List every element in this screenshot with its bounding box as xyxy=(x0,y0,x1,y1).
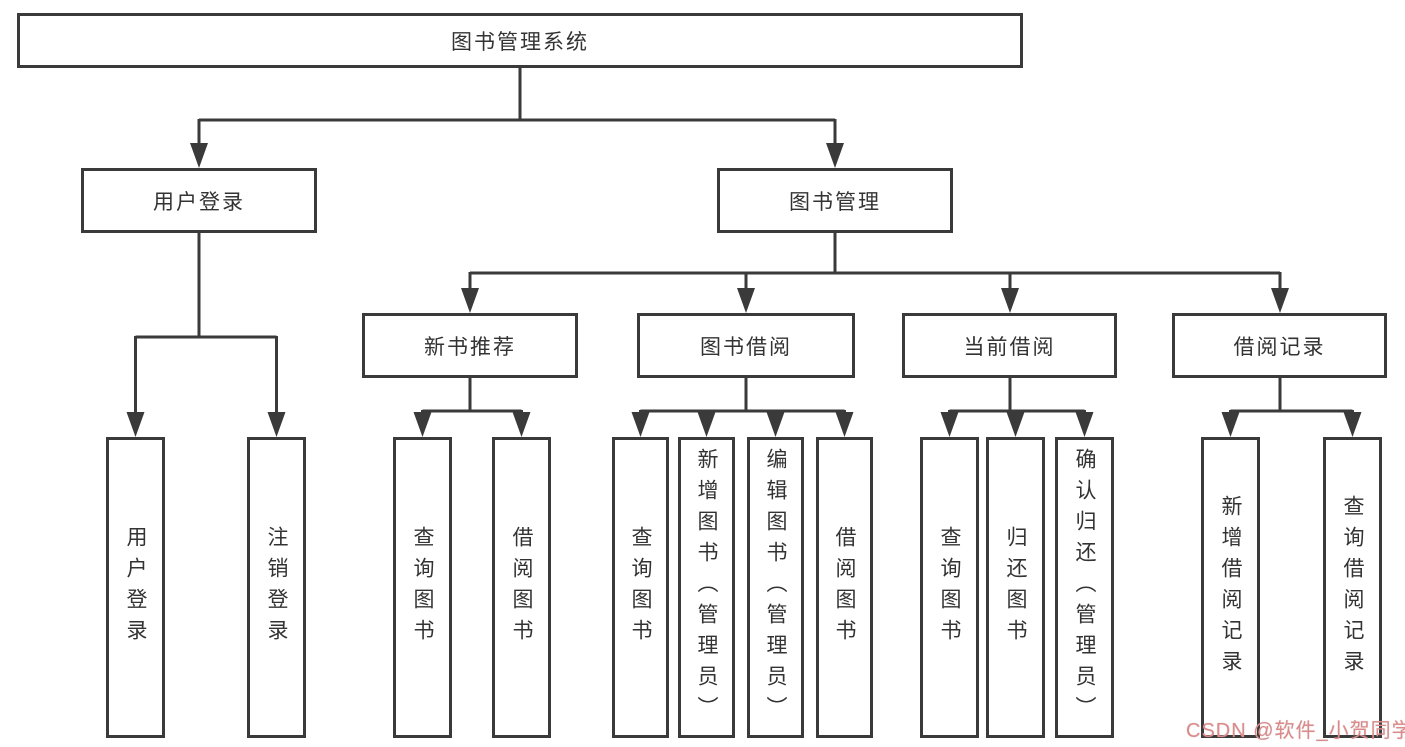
node-user-login-label: 用户登录 xyxy=(153,190,245,214)
node-borrowing-records-label: 借阅记录 xyxy=(1233,335,1326,359)
leaf-nb-query-books-label: 查询图书 xyxy=(411,525,434,650)
leaf-br-add-record: 新增借阅记录 xyxy=(1201,437,1260,738)
csdn-watermark: CSDN @软件_小贺同学 xyxy=(1186,720,1405,742)
leaf-bb-add-books-admin-label: 新增图书（管理员） xyxy=(695,448,718,727)
node-current-borrowing: 当前借阅 xyxy=(902,313,1117,378)
node-new-book-recommend: 新书推荐 xyxy=(362,313,578,378)
leaf-cb-confirm-return-admin-label: 确认归还（管理员） xyxy=(1073,448,1096,727)
leaf-bb-borrow-books: 借阅图书 xyxy=(816,437,873,738)
node-current-borrowing-label: 当前借阅 xyxy=(963,335,1056,359)
leaf-cb-query-books: 查询图书 xyxy=(920,437,979,738)
leaf-bb-add-books-admin: 新增图书（管理员） xyxy=(678,437,735,738)
leaf-br-add-record-label: 新增借阅记录 xyxy=(1219,494,1242,681)
node-borrowing-records: 借阅记录 xyxy=(1172,313,1387,378)
node-book-borrowing: 图书借阅 xyxy=(637,313,855,378)
leaf-br-query-record-label: 查询借阅记录 xyxy=(1341,494,1364,681)
node-new-book-recommend-label: 新书推荐 xyxy=(424,335,516,359)
leaf-bb-edit-books-admin: 编辑图书（管理员） xyxy=(747,437,804,738)
leaf-bb-query-books-label: 查询图书 xyxy=(629,525,652,650)
leaf-user-login: 用户登录 xyxy=(106,437,165,738)
leaf-cb-confirm-return-admin: 确认归还（管理员） xyxy=(1055,437,1114,738)
leaf-nb-borrow-books-label: 借阅图书 xyxy=(510,525,533,650)
leaf-bb-query-books: 查询图书 xyxy=(612,437,669,738)
leaf-bb-edit-books-admin-label: 编辑图书（管理员） xyxy=(764,448,787,727)
leaf-nb-borrow-books: 借阅图书 xyxy=(492,437,551,738)
leaf-cb-return-books-label: 归还图书 xyxy=(1004,525,1027,650)
node-library-system: 图书管理系统 xyxy=(17,13,1023,68)
node-book-borrowing-label: 图书借阅 xyxy=(700,335,792,359)
leaf-cb-query-books-label: 查询图书 xyxy=(938,525,961,650)
node-book-management-label: 图书管理 xyxy=(789,190,881,214)
node-user-login: 用户登录 xyxy=(81,168,317,233)
leaf-logout: 注销登录 xyxy=(247,437,306,738)
leaf-cb-return-books: 归还图书 xyxy=(986,437,1045,738)
leaf-br-query-record: 查询借阅记录 xyxy=(1323,437,1382,738)
node-book-management: 图书管理 xyxy=(717,168,953,233)
leaf-user-login-label: 用户登录 xyxy=(124,525,147,650)
leaf-nb-query-books: 查询图书 xyxy=(393,437,452,738)
leaf-logout-label: 注销登录 xyxy=(265,525,288,650)
node-library-system-label: 图书管理系统 xyxy=(451,30,589,54)
leaf-bb-borrow-books-label: 借阅图书 xyxy=(833,525,856,650)
